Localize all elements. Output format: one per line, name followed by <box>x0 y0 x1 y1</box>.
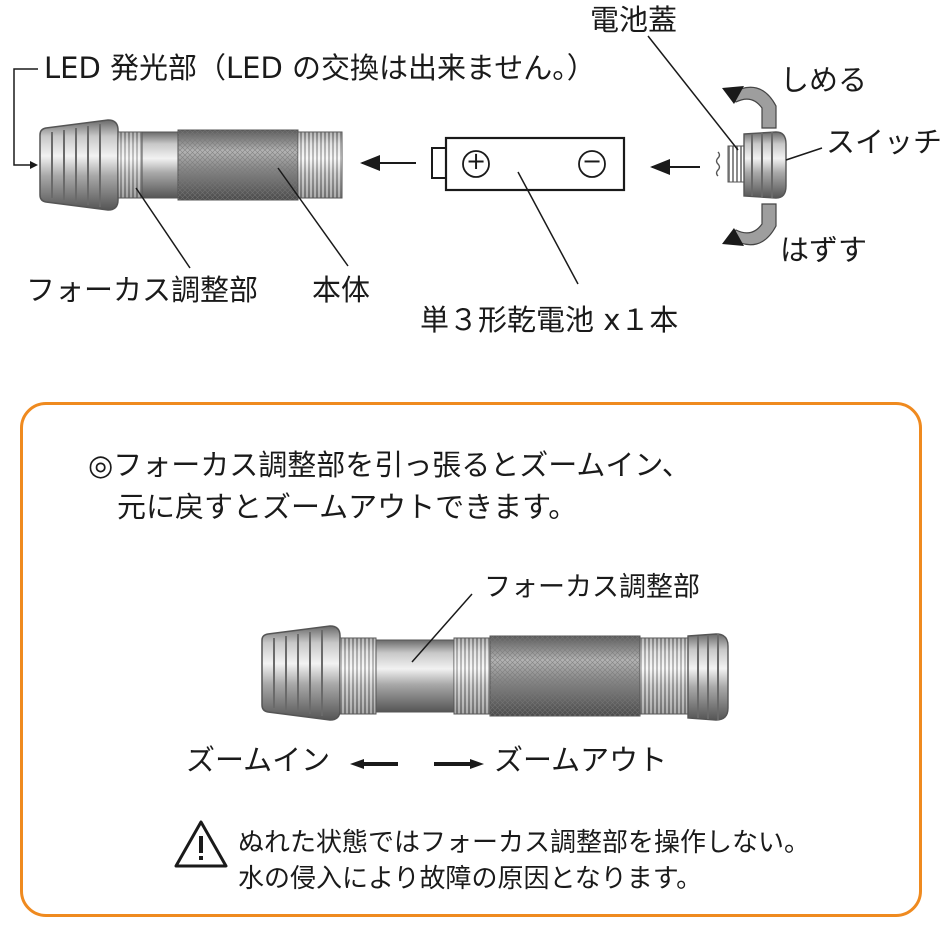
remove-label: はずす <box>780 233 868 267</box>
zoom-in-arrow-icon <box>350 759 398 769</box>
cap-leader-line <box>647 35 739 151</box>
led-leader-line <box>13 68 38 166</box>
warning-line2: 水の侵入により故障の原因となります。 <box>238 864 703 894</box>
battery-label: 単３形乾電池 x１本 <box>420 303 679 337</box>
info-box <box>20 402 922 917</box>
body-leader-line <box>277 167 349 267</box>
zoom-out-arrow-icon <box>434 759 484 769</box>
bottom-flashlight <box>261 625 729 721</box>
battery-cover-label: 電池蓋 <box>590 3 678 37</box>
switch-label: スイッチ <box>826 125 943 159</box>
battery-leader-line <box>517 171 579 285</box>
zoom-note-line1: ◎フォーカス調整部を引っ張るとズームイン、 <box>88 448 691 482</box>
bottom-focus-leader-line <box>411 593 473 663</box>
bottom-focus-label: フォーカス調整部 <box>484 572 700 603</box>
tighten-label: しめる <box>780 63 868 97</box>
warning-triangle-icon <box>174 820 228 868</box>
focus-label: フォーカス調整部 <box>26 273 259 307</box>
battery-shape <box>431 136 626 192</box>
focus-leader-line <box>135 187 191 269</box>
battery-plus-symbol: + <box>466 147 487 175</box>
body-label: 本体 <box>312 273 371 307</box>
battery-cap <box>715 131 787 199</box>
battery-minus-symbol: − <box>582 147 603 175</box>
zoom-out-label: ズームアウト <box>494 743 668 777</box>
warning-line1: ぬれた状態ではフォーカス調整部を操作しない。 <box>238 828 811 858</box>
zoom-in-label: ズームイン <box>186 743 331 777</box>
remove-arrow-icon <box>722 203 777 246</box>
led-label: LED 発光部（LED の交換は出来ません。） <box>44 51 596 85</box>
tighten-arrow-icon <box>722 86 777 129</box>
top-flashlight <box>39 119 343 211</box>
switch-leader-line <box>785 147 823 161</box>
zoom-note-line2: 元に戻すとズームアウトできます。 <box>88 490 578 524</box>
